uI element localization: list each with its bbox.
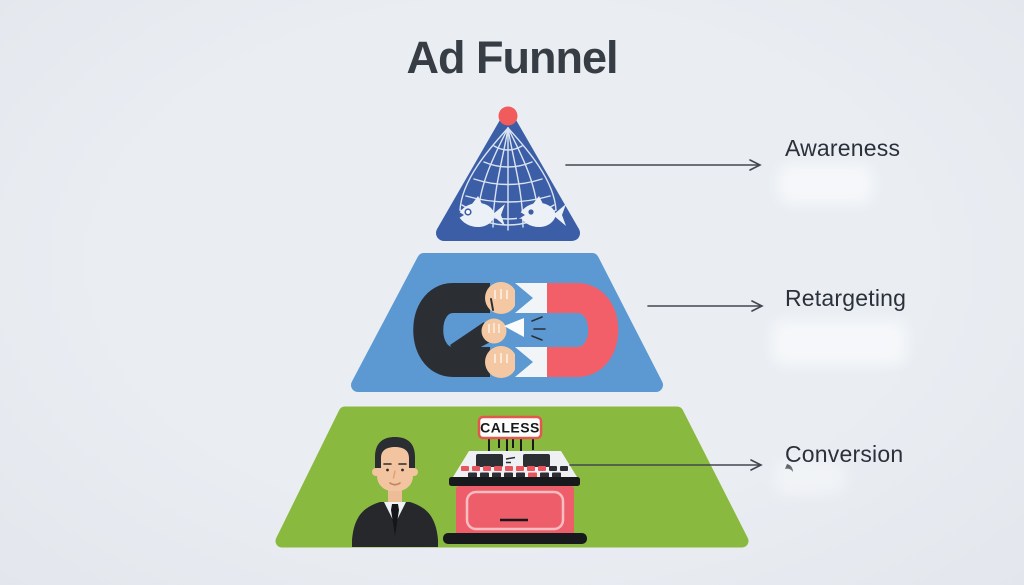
tier-awareness <box>436 106 580 241</box>
red-magnet-icon <box>515 283 619 377</box>
small-mark <box>785 464 793 472</box>
register-sign <box>477 415 543 440</box>
hand-icon <box>450 298 546 358</box>
fish-icon <box>456 196 505 227</box>
register-buttons <box>461 466 568 478</box>
label-retargeting: Retargeting <box>785 285 907 311</box>
arrow-retargeting <box>647 300 764 312</box>
black-magnet-icon <box>413 282 517 378</box>
tier-conversion: CALESS <box>275 406 749 548</box>
net-float-icon <box>498 106 518 126</box>
register-sign-label: CALESS <box>480 420 540 436</box>
arrow-conversion <box>569 459 763 471</box>
fish-icon <box>517 196 566 227</box>
page-title: Ad Funnel <box>406 32 619 83</box>
tier-retargeting <box>351 253 663 392</box>
label-conversion: Conversion <box>785 441 904 467</box>
salesman-icon <box>352 437 438 547</box>
arrow-awareness <box>565 159 762 171</box>
label-awareness: Awareness <box>785 135 901 161</box>
cash-register-icon: CALESS <box>443 415 587 544</box>
